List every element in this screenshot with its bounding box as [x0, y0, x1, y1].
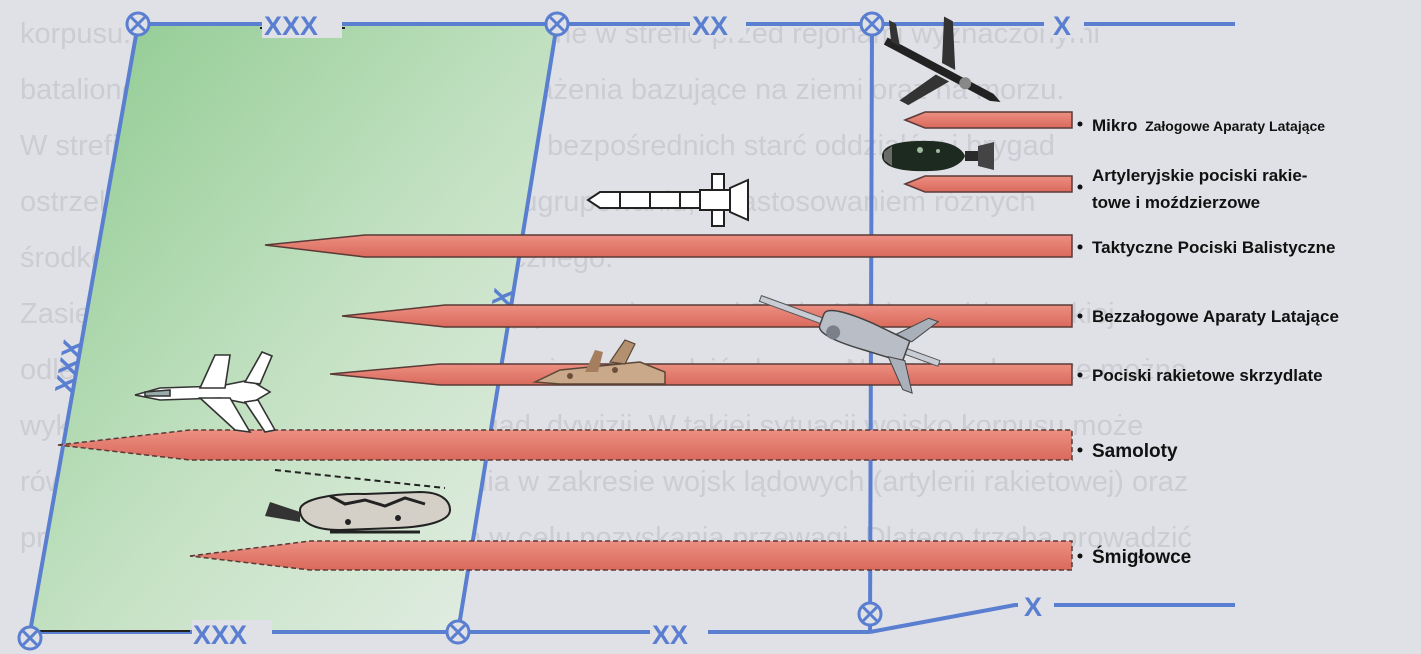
- brigade-marker-background: [1018, 590, 1054, 618]
- label-bullet: [1077, 121, 1083, 127]
- division-marker-bottom: XX: [652, 620, 688, 650]
- label-bullet: [1077, 244, 1083, 250]
- label-uav: Bezzałogowe Aparaty Latające: [1092, 307, 1339, 326]
- boundary-nodes: [17, 11, 885, 651]
- corps-marker-bottom: XXX: [193, 620, 247, 650]
- bar-artillery-rockets: [902, 175, 1073, 193]
- micro-aircraft-icon: [883, 16, 1001, 106]
- label-bullet: [1077, 553, 1083, 559]
- helicopter-icon: [265, 469, 452, 534]
- label-cruise-missiles: Pociski rakietowe skrzydlate: [1092, 366, 1323, 385]
- label-bullet: [1077, 184, 1083, 190]
- node-icon: [544, 11, 570, 37]
- label-bullet: [1077, 313, 1083, 319]
- brigade-marker-top: X: [1053, 11, 1071, 41]
- label-tactical-ballistic: Taktyczne Pociski Balistyczne: [1092, 238, 1335, 257]
- bar-micro-aircraft: [902, 111, 1073, 129]
- ballistic-missile-icon: [586, 173, 749, 227]
- label-bullet: [1077, 372, 1083, 378]
- corps-marker-background: [262, 12, 342, 38]
- brigade-marker-bottom: X: [1024, 592, 1042, 622]
- node-icon: [857, 601, 883, 627]
- cruise-missile-icon: [532, 339, 666, 385]
- bar-uav: [341, 304, 1073, 328]
- node-icon: [445, 619, 471, 645]
- label-artillery-rockets-line2: towe i moździerzowe: [1092, 193, 1260, 212]
- corps-marker-background: [192, 620, 272, 646]
- label-micro-aircraft: Mikro Załogowe Aparaty Latające: [1092, 116, 1325, 135]
- division-marker-background: [690, 10, 746, 38]
- bar-aircraft: [57, 429, 1073, 461]
- division-boundary: [456, 23, 559, 633]
- bottom-boundary-line-right: [869, 603, 1235, 634]
- mortar-shell-icon: [882, 140, 994, 172]
- uav-drone-icon: [758, 294, 941, 394]
- node-icon: [125, 11, 151, 37]
- division-marker-background: [650, 618, 708, 646]
- threat-bars: [57, 111, 1073, 571]
- node-icon: [859, 11, 885, 37]
- threat-labels: Mikro Załogowe Aparaty Latające Artylery…: [1077, 116, 1339, 568]
- node-icon: [17, 625, 43, 651]
- fighter-jet-icon: [134, 350, 277, 434]
- label-artillery-rockets-line1: Artyleryjskie pociski rakie-: [1092, 166, 1307, 185]
- division-marker-top: XX: [692, 11, 728, 41]
- bar-cruise-missiles: [329, 363, 1073, 386]
- bar-helicopters: [189, 540, 1073, 571]
- bar-tactical-ballistic: [264, 234, 1073, 258]
- label-bullet: [1077, 447, 1083, 453]
- corps-rear-boundary: [28, 23, 140, 633]
- division-marker-side: X: [486, 286, 519, 309]
- corps-zone-area: [30, 24, 557, 632]
- label-aircraft: Samoloty: [1092, 441, 1178, 462]
- corps-marker-top: XXX: [264, 11, 318, 41]
- brigade-marker-background: [1044, 10, 1084, 38]
- label-helicopters: Śmigłowce: [1092, 546, 1191, 568]
